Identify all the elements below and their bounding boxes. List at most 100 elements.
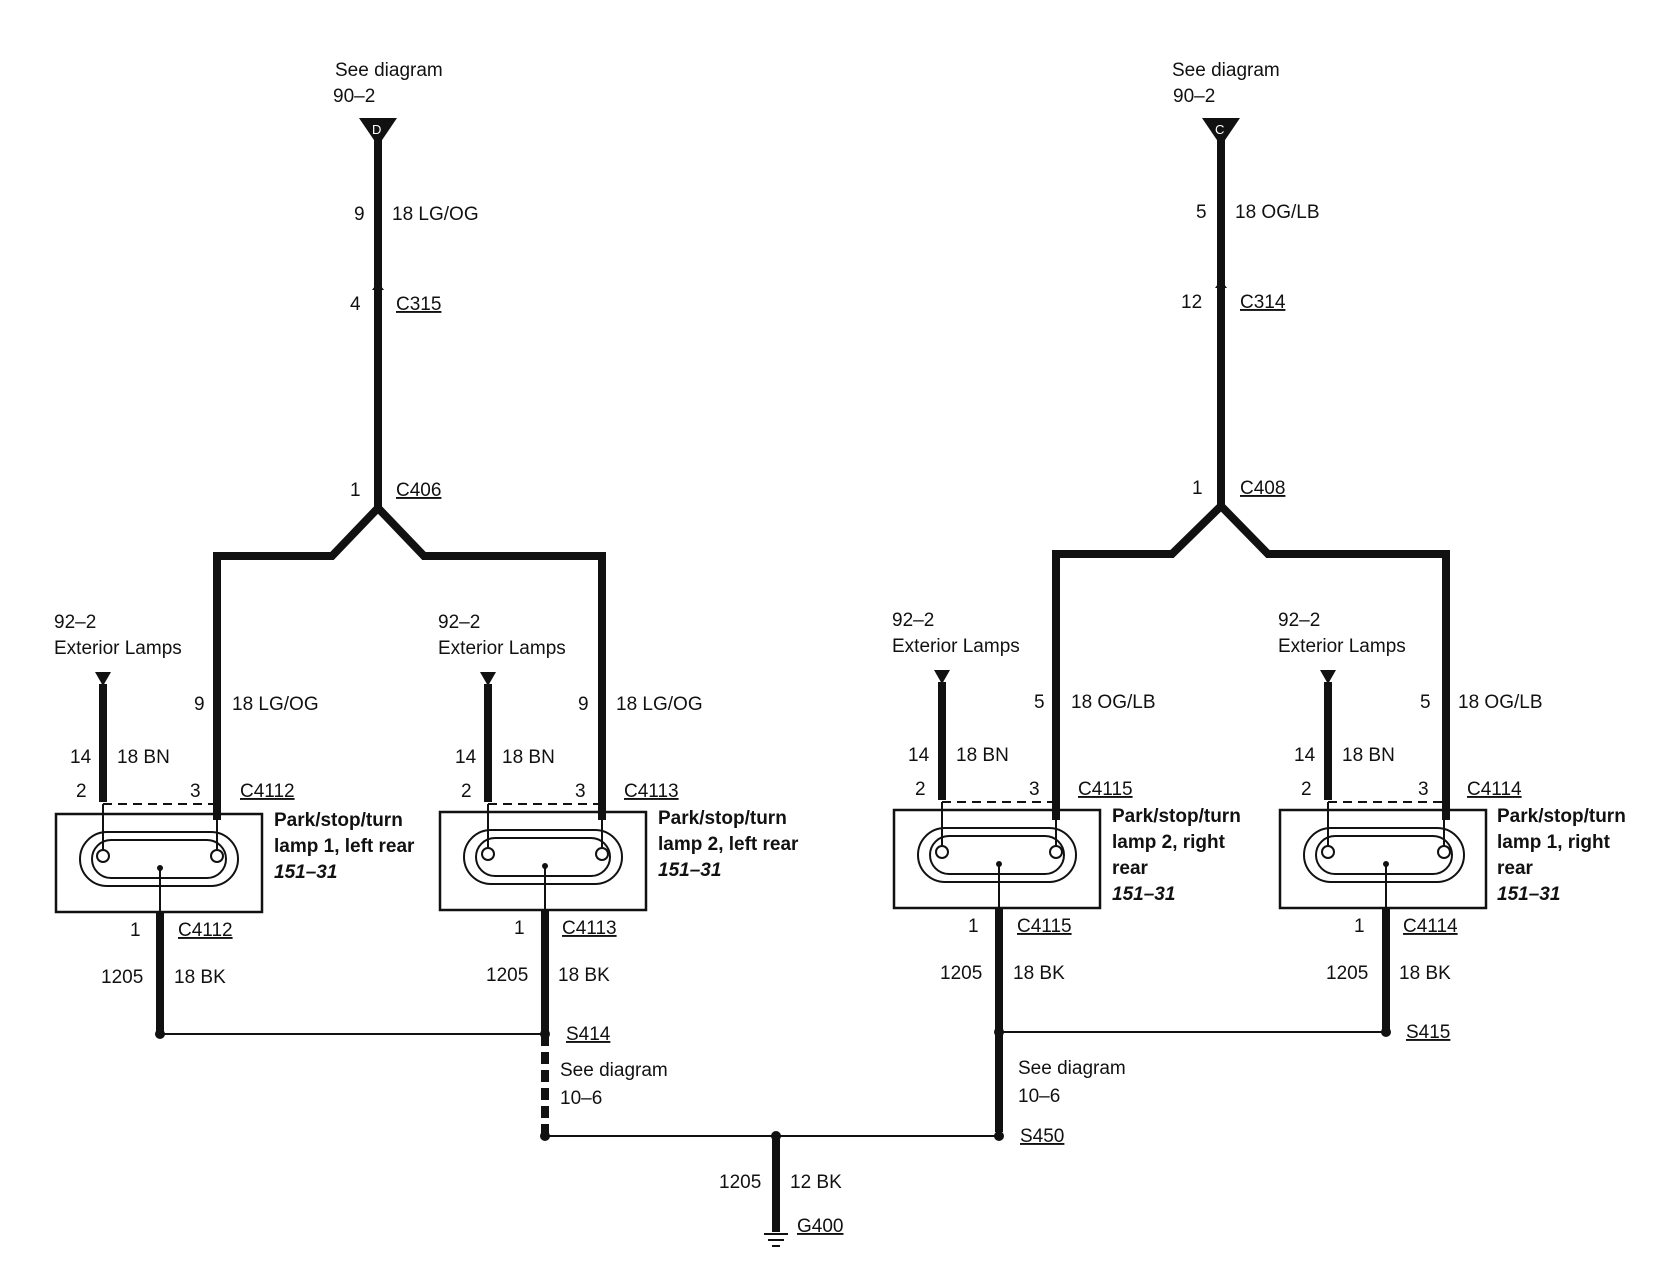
lamp2-bulb-outer	[463, 829, 623, 885]
lamp3-gnd-pin: 1	[968, 916, 979, 937]
lamp4-gnd-pin: 1	[1354, 916, 1365, 937]
lamp2-gnd-circuit: 1205	[486, 965, 528, 986]
lamp4-gnd-wire: 18 BK	[1399, 963, 1451, 984]
lamp1-gnd-wire: 18 BK	[174, 967, 226, 988]
lamp1-contact-a	[96, 849, 110, 863]
c314-pin-mark	[1215, 280, 1227, 288]
lamp-right-rear-1: 92–2 Exterior Lamps 5 18 OG/LB 14 18 BN …	[1278, 610, 1626, 1030]
lamp4-name3: rear	[1497, 858, 1534, 879]
c406-pin: 1	[350, 480, 361, 501]
right-top-feed: See diagram 90–2 C 5 18 OG/LB 12 C314 1 …	[1052, 60, 1450, 820]
lamp4-feed-wire: 18 OG/LB	[1458, 692, 1543, 713]
lamp2-pin-b: 3	[575, 781, 586, 802]
c408-pin: 1	[1192, 478, 1203, 499]
lamp3-gnd-circuit: 1205	[940, 963, 982, 984]
lamp2-name1: Park/stop/turn	[658, 808, 787, 829]
lamp2-page: 151–31	[658, 860, 721, 881]
s450-label: S450	[1020, 1126, 1064, 1147]
s415-dot-right	[1381, 1027, 1391, 1037]
g400-label: G400	[797, 1216, 843, 1237]
lamp2-housing	[438, 810, 648, 912]
lamp3-gnd-wire: 18 BK	[1013, 963, 1065, 984]
lamp3-name2: lamp 2, right	[1112, 832, 1226, 853]
lamp3-pin-a: 2	[915, 779, 926, 800]
lamp3-gnd-conn: C4115	[1017, 916, 1072, 937]
lamp1-name1: Park/stop/turn	[274, 810, 403, 831]
left-connector-triangle	[359, 118, 397, 146]
c315-pin-mark	[372, 282, 384, 290]
lamp2-feed-triangle	[480, 672, 496, 686]
lamp1-bn-pin: 14	[70, 747, 92, 768]
lamp1-bn-wire-label: 18 BN	[117, 747, 170, 768]
lamp2-bn-pin: 14	[455, 747, 477, 768]
s415-see-ref: 10–6	[1018, 1086, 1060, 1107]
s415-label: S415	[1406, 1022, 1450, 1043]
lamp1-name2: lamp 1, left rear	[274, 836, 415, 857]
lamp2-bulb-inner	[475, 837, 611, 877]
lamp1-ref-label: Exterior Lamps	[54, 638, 182, 659]
lamp4-ref-label: Exterior Lamps	[1278, 636, 1406, 657]
lamp-left-rear-2: 92–2 Exterior Lamps 9 18 LG/OG 14 18 BN …	[438, 612, 799, 1032]
s450-dot-left	[540, 1131, 550, 1141]
lamp1-feed-triangle	[95, 672, 111, 686]
lamp3-bn-pin: 14	[908, 745, 930, 766]
left-see-diagram: See diagram	[335, 60, 443, 81]
lamp2-feed-pin: 9	[578, 694, 589, 715]
lamp4-name2: lamp 1, right	[1497, 832, 1611, 853]
lamp3-name3: rear	[1112, 858, 1149, 879]
lamp1-gnd-conn: C4112	[178, 920, 233, 941]
lamp4-pin-a: 2	[1301, 779, 1312, 800]
lamp1-page: 151–31	[274, 862, 337, 883]
lamp4-name1: Park/stop/turn	[1497, 806, 1626, 827]
lamp3-bn-wire-label: 18 BN	[956, 745, 1009, 766]
lamp2-ref: 92–2	[438, 612, 480, 633]
lamp2-connector: C4113	[624, 781, 679, 802]
lamp4-bulb-inner	[1315, 835, 1453, 875]
lamp4-contact-a	[1321, 845, 1335, 859]
lamp3-name1: Park/stop/turn	[1112, 806, 1241, 827]
lamp3-housing	[892, 808, 1102, 910]
lamp3-feed-pin: 5	[1034, 692, 1045, 713]
lamp4-ref: 92–2	[1278, 610, 1320, 631]
s450-dot-right	[994, 1131, 1004, 1141]
lamp3-pin-b: 3	[1029, 779, 1040, 800]
right-see-ref: 90–2	[1173, 86, 1215, 107]
lamp4-bn-pin: 14	[1294, 745, 1316, 766]
lamp1-ground-dot	[157, 865, 163, 871]
c314-pin: 12	[1181, 292, 1202, 313]
s415-dot-left	[994, 1027, 1004, 1037]
lamp3-bulb-outer	[917, 827, 1077, 883]
lamp3-ref-label: Exterior Lamps	[892, 636, 1020, 657]
g400-circuit: 1205	[719, 1172, 761, 1193]
lamp2-gnd-pin: 1	[514, 918, 525, 939]
lamp1-feed-wire: 18 LG/OG	[232, 694, 319, 715]
lamp4-page: 151–31	[1497, 884, 1560, 905]
lamp1-contact-b	[210, 849, 224, 863]
c315-pin: 4	[350, 294, 361, 315]
lamp2-ref-label: Exterior Lamps	[438, 638, 566, 659]
lamp2-gnd-wire: 18 BK	[558, 965, 610, 986]
lamp3-connector: C4115	[1078, 779, 1133, 800]
lamp4-feed-pin: 5	[1420, 692, 1431, 713]
lamp1-feed-pin: 9	[194, 694, 205, 715]
s414-dot-left	[155, 1029, 165, 1039]
lamp4-gnd-circuit: 1205	[1326, 963, 1368, 984]
lamp1-gnd-circuit: 1205	[101, 967, 143, 988]
lamp3-contact-b	[1049, 845, 1063, 859]
lamp4-housing	[1278, 808, 1488, 910]
left-connector-letter: D	[372, 122, 381, 137]
c314-label: C314	[1240, 292, 1286, 313]
g400-wire-label: 12 BK	[790, 1172, 842, 1193]
lamp4-ground-dot	[1383, 861, 1389, 867]
lamp2-ground-dot	[542, 863, 548, 869]
lamp3-ground-dot	[996, 861, 1002, 867]
lamp-left-rear-1: 92–2 Exterior Lamps 9 18 LG/OG 14 18 BN …	[54, 612, 415, 1032]
left-split-wire	[213, 502, 606, 820]
c315-label: C315	[396, 294, 441, 315]
lamp2-name2: lamp 2, left rear	[658, 834, 799, 855]
lamp3-feed-wire: 18 OG/LB	[1071, 692, 1156, 713]
lamp2-gnd-conn: C4113	[562, 918, 617, 939]
s414-see-ref: 10–6	[560, 1088, 602, 1109]
lamp4-contact-b	[1437, 845, 1451, 859]
